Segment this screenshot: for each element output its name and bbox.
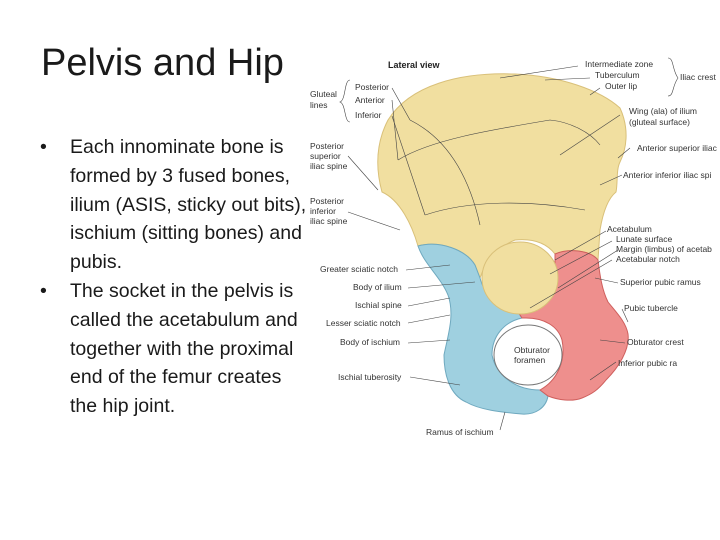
label-superior-pubic-ramus: Superior pubic ramus: [620, 277, 701, 287]
label-psis-1: Posterior: [310, 141, 344, 151]
hip-bone-svg: Lateral view Intermediate zone Tuberculu…: [310, 57, 718, 437]
label-ischial-tuberosity: Ischial tuberosity: [338, 372, 402, 382]
label-aiis: Anterior inferior iliac spi: [623, 170, 711, 180]
label-obturator-foramen-2: foramen: [514, 355, 545, 365]
label-posterior-gluteal: Posterior: [355, 82, 389, 92]
label-wing-of-ilium-1: Wing (ala) of ilium: [629, 106, 697, 116]
posterior-gluteal-line: [409, 119, 481, 226]
bullet-text: Each innominate bone is formed by 3 fuse…: [70, 136, 307, 274]
acetabulum-cup: [481, 241, 559, 315]
label-lesser-sciatic-notch: Lesser sciatic notch: [326, 318, 401, 328]
label-piis-2: inferior: [310, 206, 336, 216]
label-piis-3: iliac spine: [310, 216, 348, 226]
pubis-shape: [517, 250, 629, 401]
label-ischial-spine: Ischial spine: [355, 300, 402, 310]
label-tuberculum: Tuberculum: [595, 70, 640, 80]
label-gluteal-lines-1: Gluteal: [310, 89, 337, 99]
label-body-of-ilium: Body of ilium: [353, 282, 402, 292]
bullet-list: • Each innominate bone is formed by 3 fus…: [36, 133, 311, 421]
label-intermediate-zone: Intermediate zone: [585, 59, 653, 69]
label-inferior-gluteal: Inferior: [355, 110, 382, 120]
label-pubic-tubercle: Pubic tubercle: [624, 303, 678, 313]
bullet-text: The socket in the pelvis is called the a…: [70, 279, 298, 418]
label-body-of-ischium: Body of ischium: [340, 337, 400, 347]
label-anterior-gluteal: Anterior: [355, 95, 385, 105]
iliac-crest-brace: [667, 57, 679, 97]
bullet-item: • Each innominate bone is formed by 3 fus…: [36, 133, 311, 277]
label-inferior-pubic-ramus: Inferior pubic ra: [618, 358, 677, 368]
bullet-item: • The socket in the pelvis is called the …: [36, 277, 311, 421]
label-ramus-of-ischium: Ramus of ischium: [426, 427, 494, 437]
bullet-dot-icon: •: [40, 136, 47, 158]
bullet-dot-icon: •: [40, 279, 47, 302]
label-obturator-crest: Obturator crest: [627, 337, 684, 347]
label-gluteal-lines-2: lines: [310, 100, 327, 110]
inferior-gluteal-line: [424, 202, 586, 216]
label-acetabular-notch: Acetabular notch: [616, 254, 680, 264]
label-psis-2: superior: [310, 151, 341, 161]
label-piis-1: Posterior: [310, 196, 344, 206]
label-obturator-foramen-1: Obturator: [514, 345, 550, 355]
page-title: Pelvis and Hip: [41, 42, 284, 84]
label-lunate-surface: Lunate surface: [616, 234, 673, 244]
label-iliac-crest: Iliac crest: [680, 72, 717, 82]
label-acetabulum: Acetabulum: [607, 224, 652, 234]
label-psis-3: iliac spine: [310, 161, 348, 171]
view-label: Lateral view: [388, 60, 441, 70]
anterior-gluteal-line: [397, 119, 601, 161]
hip-bone-illustration: Lateral view Intermediate zone Tuberculu…: [300, 50, 720, 490]
gluteal-lines-brace: [339, 79, 351, 123]
obturator-foramen: [493, 324, 563, 386]
label-wing-of-ilium-2: (gluteal surface): [629, 117, 690, 127]
label-leaders: [347, 65, 631, 431]
label-margin-acetabulum: Margin (limbus) of acetab: [616, 244, 712, 254]
label-greater-sciatic-notch: Greater sciatic notch: [320, 264, 398, 274]
label-asis: Anterior superior iliac: [637, 143, 718, 153]
label-outer-lip: Outer lip: [605, 81, 637, 91]
